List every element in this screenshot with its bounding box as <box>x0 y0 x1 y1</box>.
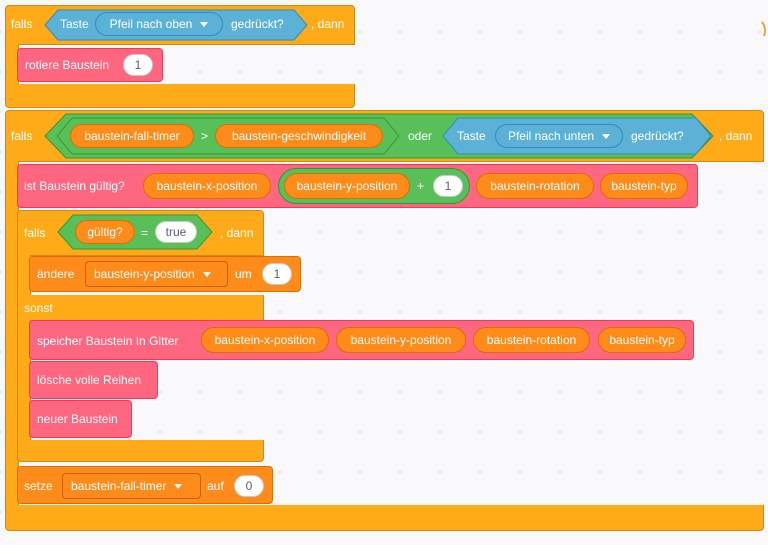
change-label: ändere <box>37 267 75 281</box>
equals-op: = <box>141 226 149 240</box>
new-block-label: neuer Baustein <box>37 412 118 426</box>
if-label: falls <box>11 17 33 31</box>
outer-if-label: falls <box>11 129 33 143</box>
then-label: , dann <box>311 17 345 31</box>
plus-op: + <box>417 179 425 193</box>
store-label: speicher Baustein In Gitter <box>37 334 179 348</box>
set-var-dropdown-value: baustein-fall-timer <box>71 479 167 493</box>
pressed-label: gedrückt? <box>231 17 284 31</box>
new-block-statement[interactable] <box>29 400 132 438</box>
outer-if-footer <box>5 505 764 531</box>
change-by-label: um <box>235 267 252 281</box>
change-var-dropdown[interactable]: baustein-y-position <box>85 261 228 287</box>
key-dropdown-2[interactable]: Pfeil nach unten <box>495 124 623 148</box>
store-y-reporter[interactable]: baustein-y-position <box>336 327 466 353</box>
equals-value-input[interactable]: true <box>155 221 197 243</box>
if-footer <box>5 84 355 108</box>
cursor-icon <box>761 21 767 37</box>
clear-rows-block[interactable] <box>29 361 158 399</box>
set-to-label: auf <box>207 479 224 493</box>
clear-rows-label: lösche volle Reihen <box>37 373 142 387</box>
plus-value-input[interactable]: 1 <box>433 175 463 197</box>
store-x-reporter[interactable]: baustein-x-position <box>201 327 329 353</box>
inner-if-label: falls <box>24 226 46 240</box>
outer-then-label: , dann <box>719 129 753 143</box>
pressed-label-2: gedrückt? <box>631 129 684 143</box>
inner-if-footer <box>17 440 264 462</box>
or-label: oder <box>408 129 433 143</box>
chevron-down-icon <box>602 133 611 139</box>
chevron-down-icon <box>200 21 209 27</box>
valid-rotation-reporter[interactable]: baustein-rotation <box>476 173 594 199</box>
set-label: setze <box>24 479 53 493</box>
taste-label: Taste <box>60 17 89 31</box>
key-dropdown[interactable]: Pfeil nach oben <box>95 12 223 36</box>
is-valid-label: ist Baustein gültig? <box>24 179 125 193</box>
chevron-down-icon <box>202 271 211 277</box>
var-fall-timer-reporter[interactable]: baustein-fall-timer <box>70 124 194 148</box>
store-type-reporter[interactable]: baustein-typ <box>598 327 686 353</box>
valid-x-reporter[interactable]: baustein-x-position <box>143 173 271 199</box>
set-value-input[interactable]: 0 <box>234 475 264 497</box>
var-speed-reporter[interactable]: baustein-geschwindigkeit <box>215 124 383 148</box>
key-dropdown-value: Pfeil nach oben <box>109 17 193 31</box>
key-dropdown-2-value: Pfeil nach unten <box>507 129 595 143</box>
store-rotation-reporter[interactable]: baustein-rotation <box>473 327 590 353</box>
chevron-down-icon <box>174 483 183 489</box>
inner-then-label: , dann <box>220 226 254 240</box>
change-value-input[interactable]: 1 <box>262 263 292 285</box>
valid-type-reporter[interactable]: baustein-typ <box>600 173 688 199</box>
change-var-dropdown-value: baustein-y-position <box>94 267 195 281</box>
taste-label-2: Taste <box>457 129 486 143</box>
set-var-dropdown[interactable]: baustein-fall-timer <box>62 473 201 499</box>
valid-reporter[interactable]: gültig? <box>75 220 135 244</box>
valid-y-reporter[interactable]: baustein-y-position <box>284 173 410 199</box>
greater-than-op: > <box>201 129 209 143</box>
rotate-label: rotiere Baustein <box>25 58 110 72</box>
rotate-value-input[interactable]: 1 <box>123 54 153 76</box>
else-bar <box>17 295 264 321</box>
else-label: sonst <box>24 301 53 315</box>
